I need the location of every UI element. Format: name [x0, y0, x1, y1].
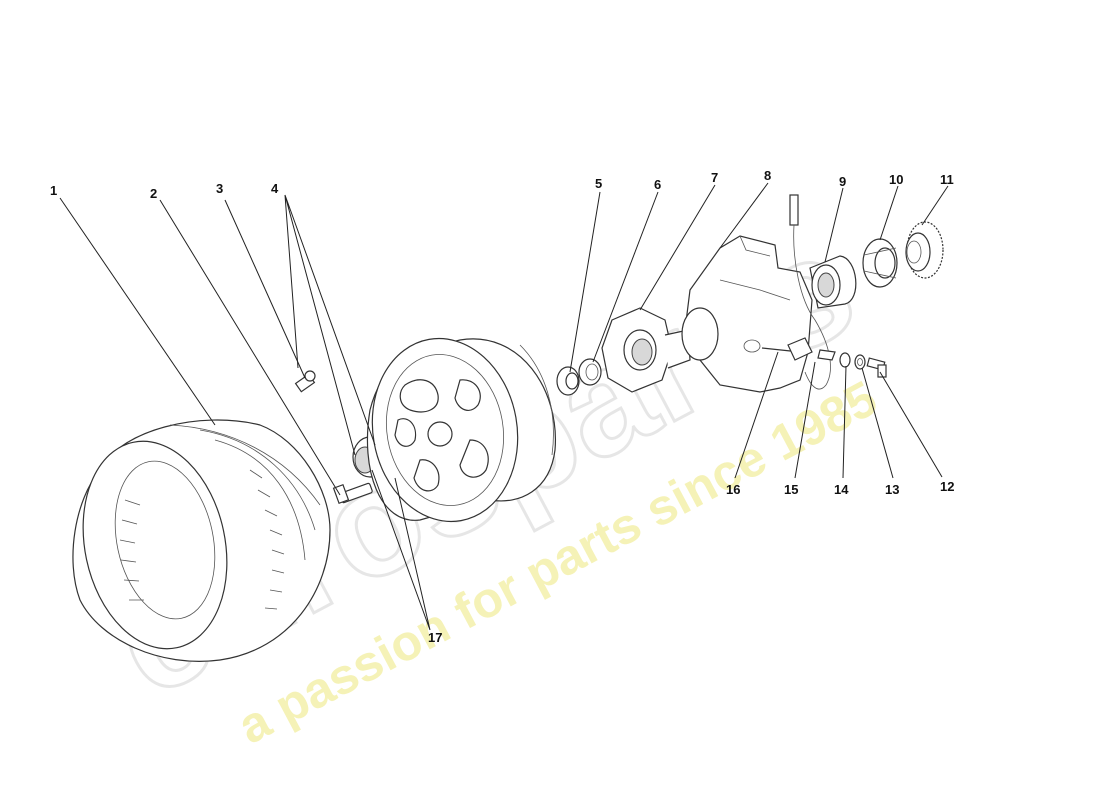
label-part-8: 8 — [764, 168, 771, 183]
label-part-2: 2 — [150, 186, 157, 201]
label-part-4: 4 — [271, 181, 279, 196]
wheel-carrier — [681, 235, 813, 393]
label-part-9: 9 — [839, 174, 846, 189]
label-part-11: 11 — [940, 172, 954, 187]
label-part-12: 12 — [940, 479, 954, 494]
label-part-6: 6 — [654, 177, 661, 192]
label-part-3: 3 — [216, 181, 223, 196]
label-part-16: 16 — [726, 482, 740, 497]
label-part-13: 13 — [885, 482, 899, 497]
label-part-1: 1 — [50, 183, 57, 198]
wheel-bolt — [332, 482, 373, 504]
wheel-rim — [366, 337, 556, 523]
bearing-nut — [862, 238, 898, 288]
tire — [72, 419, 331, 662]
label-part-14: 14 — [834, 482, 849, 497]
label-part-15: 15 — [784, 482, 798, 497]
wheel-bearing — [809, 255, 857, 309]
sensor-bolt — [839, 352, 887, 378]
label-part-10: 10 — [889, 172, 903, 187]
sensor-ring — [905, 221, 944, 279]
seal-ring — [556, 358, 602, 396]
label-part-5: 5 — [595, 176, 602, 191]
label-part-7: 7 — [711, 170, 718, 185]
part-labels: 1 2 3 4 5 6 7 8 9 10 11 12 13 14 15 16 1… — [50, 168, 954, 645]
leader-lines — [59, 182, 949, 631]
label-part-17: 17 — [428, 630, 442, 645]
valve-stem — [294, 370, 316, 393]
abs-sensor — [787, 194, 836, 390]
